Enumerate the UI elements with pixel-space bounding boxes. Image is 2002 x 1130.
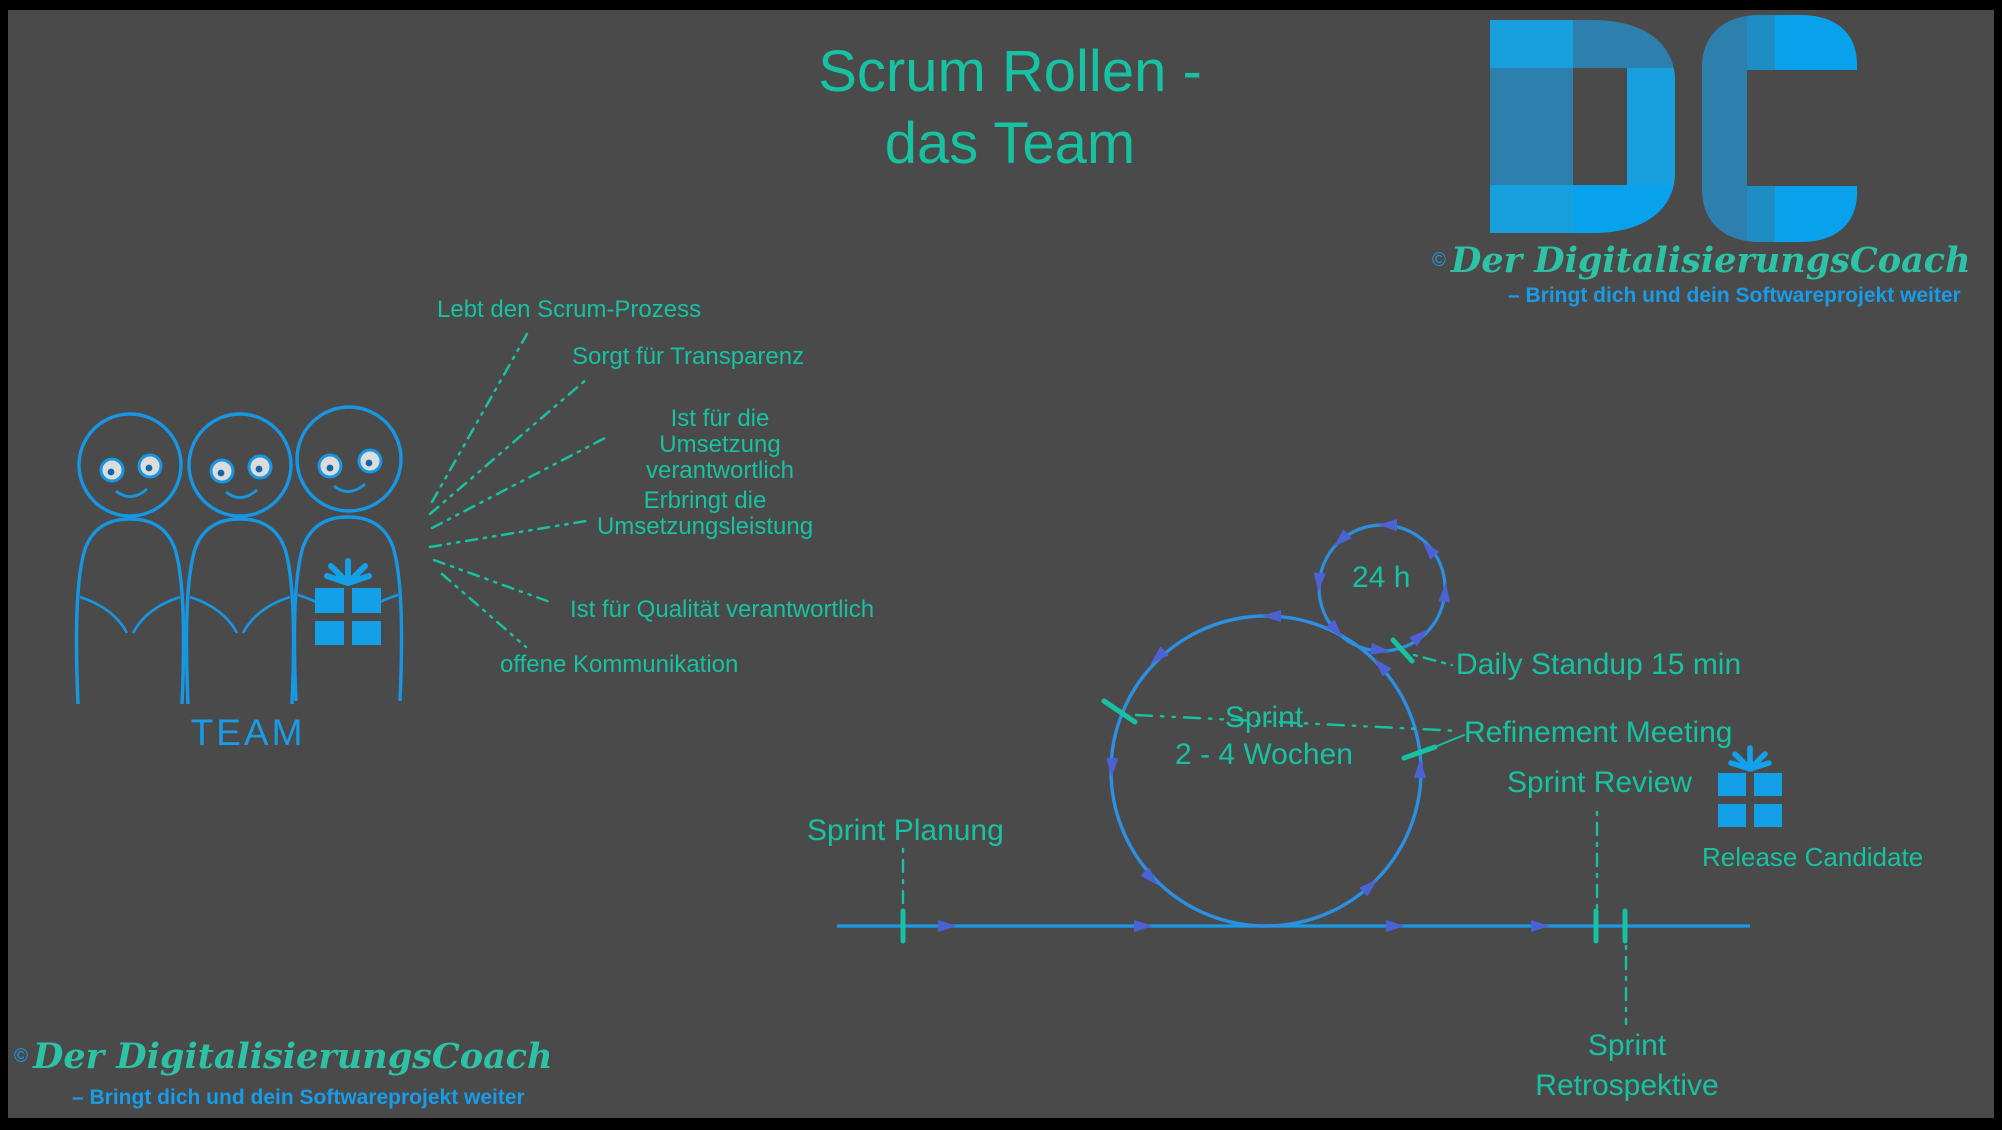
sprint-circle-label: Sprint 2 - 4 Wochen [1114, 699, 1414, 773]
brand-name-bottom-text: Der DigitalisierungsCoach [33, 1036, 553, 1077]
brand-name-top: ©Der DigitalisierungsCoach [1432, 240, 1971, 281]
dc-logo [1490, 15, 1857, 242]
role-label-implementation-output: Erbringt die Umsetzungsleistung [596, 487, 814, 540]
page-title-line2: das Team [884, 111, 1136, 176]
copyright-icon: © [1432, 250, 1446, 271]
sprint-left-tick [1101, 698, 1138, 725]
role-label-implementation-responsible: Ist für die Umsetzung verantwortlich [645, 405, 795, 484]
sprint-review-label: Sprint Review [1507, 766, 1693, 799]
sprint-retrospective-line2: Retrospektive [1535, 1069, 1719, 1102]
team-label: TEAM [190, 712, 306, 753]
role-label-transparency: Sorgt für Transparenz [572, 343, 805, 370]
daily-standup-label: Daily Standup 15 min [1456, 648, 1742, 681]
team-figures [74, 405, 404, 705]
event-leader-lines [901, 653, 1628, 1026]
team-member-2-icon [184, 412, 296, 705]
sprint-retrospective-label: Sprint Retrospektive [1477, 1026, 1777, 1106]
brand-tagline-top: – Bringt dich und dein Softwareprojekt w… [1508, 284, 1961, 307]
refinement-meeting-label: Refinement Meeting [1464, 716, 1733, 749]
brand-tagline-bottom: – Bringt dich und dein Softwareprojekt w… [72, 1086, 525, 1109]
sprint-retrospective-line1: Sprint [1587, 1029, 1667, 1062]
role-label-scrum-process: Lebt den Scrum-Prozess [437, 296, 702, 323]
gift-icon [315, 558, 381, 645]
team-member-1-icon [74, 412, 186, 705]
copyright-icon: © [14, 1046, 28, 1067]
role-leader-lines [428, 332, 607, 649]
team-member-3-icon [292, 405, 404, 702]
sprint-planning-label: Sprint Planung [807, 814, 1004, 847]
sprint-cycle [837, 519, 1782, 1026]
role-label-quality: Ist für Qualität verantwortlich [570, 596, 875, 623]
daily-loop-label: 24 h [1352, 561, 1411, 594]
sprint-circle-label-line1: Sprint [1224, 701, 1304, 734]
daily-tick [1390, 637, 1415, 664]
page-title: Scrum Rollen - das Team [706, 36, 1314, 180]
brand-name-top-text: Der DigitalisierungsCoach [1451, 240, 1971, 281]
brand-name-bottom: ©Der DigitalisierungsCoach [14, 1036, 553, 1077]
release-gift-icon [1718, 745, 1782, 827]
sprint-circle-label-line2: 2 - 4 Wochen [1175, 738, 1353, 771]
role-label-open-communication: offene Kommunikation [500, 651, 739, 678]
page-title-line1: Scrum Rollen - [818, 39, 1202, 104]
release-candidate-label: Release Candidate [1702, 842, 1924, 872]
